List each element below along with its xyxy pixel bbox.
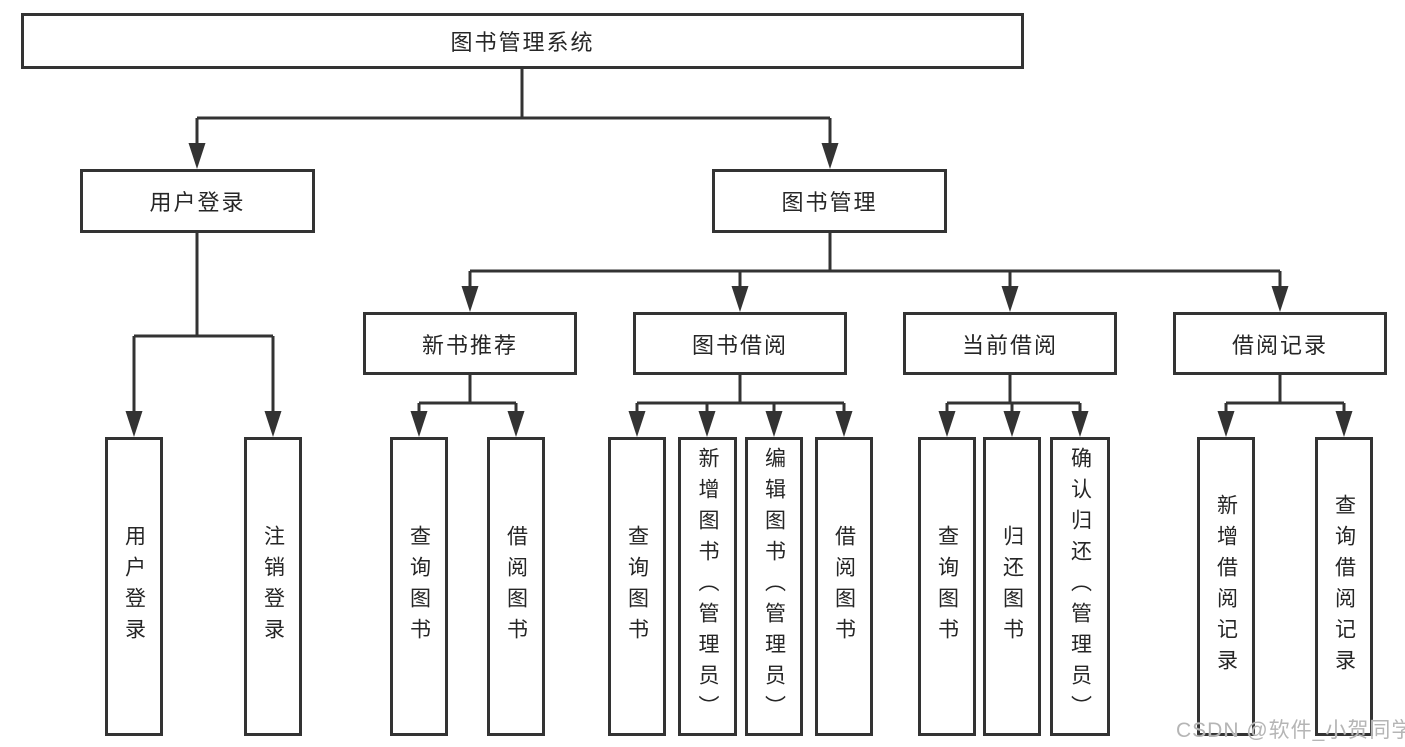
node-new-book-recommend: 新书推荐 <box>363 312 577 375</box>
leaf-borrow-edit-book: 编辑图书（管理员） <box>745 437 803 736</box>
leaf-current-confirm-return-label: 确认归还（管理员） <box>1068 447 1092 726</box>
node-borrow-records-label: 借阅记录 <box>1231 332 1328 358</box>
leaf-current-query-book: 查询图书 <box>918 437 976 736</box>
leaf-logout: 注销登录 <box>244 437 302 736</box>
node-book-mgmt: 图书管理 <box>712 169 947 233</box>
node-new-book-recommend-label: 新书推荐 <box>421 332 518 358</box>
connector-book-borrow-children <box>628 375 853 437</box>
node-user-login-label: 用户登录 <box>149 190 246 215</box>
leaf-user-login-label: 用户登录 <box>122 524 146 649</box>
connector-borrow-records-children <box>1217 375 1353 437</box>
leaf-borrow-query-book: 查询图书 <box>608 437 666 736</box>
node-current-borrow: 当前借阅 <box>903 312 1117 375</box>
leaf-borrow-edit-book-label: 编辑图书（管理员） <box>762 447 786 726</box>
leaf-current-confirm-return: 确认归还（管理员） <box>1050 437 1110 736</box>
leaf-newbook-query-book: 查询图书 <box>390 437 448 736</box>
connector-new-book-children <box>410 375 525 437</box>
node-user-login: 用户登录 <box>80 169 315 233</box>
leaf-records-add-record-label: 新增借阅记录 <box>1214 493 1238 680</box>
leaf-current-query-book-label: 查询图书 <box>935 524 959 649</box>
connector-root-to-level1 <box>188 69 839 169</box>
connector-book-mgmt-children <box>461 233 1289 312</box>
node-book-borrow: 图书借阅 <box>633 312 847 375</box>
leaf-user-login: 用户登录 <box>105 437 163 736</box>
node-book-mgmt-label: 图书管理 <box>781 190 878 215</box>
leaf-borrow-query-book-label: 查询图书 <box>625 524 649 649</box>
leaf-borrow-borrow-book-label: 借阅图书 <box>832 524 856 649</box>
leaf-records-add-record: 新增借阅记录 <box>1197 437 1255 736</box>
leaf-current-return-book-label: 归还图书 <box>1000 524 1024 649</box>
node-root-label: 图书管理系统 <box>450 30 595 55</box>
leaf-records-query-record: 查询借阅记录 <box>1315 437 1373 736</box>
leaf-records-query-record-label: 查询借阅记录 <box>1332 493 1356 680</box>
node-current-borrow-label: 当前借阅 <box>961 332 1058 358</box>
leaf-borrow-borrow-book: 借阅图书 <box>815 437 873 736</box>
node-borrow-records: 借阅记录 <box>1173 312 1387 375</box>
connector-user-login-children <box>125 233 282 437</box>
leaf-newbook-borrow-book: 借阅图书 <box>487 437 545 736</box>
leaf-borrow-add-book-label: 新增图书（管理员） <box>696 447 719 726</box>
leaf-newbook-borrow-book-label: 借阅图书 <box>504 524 528 649</box>
leaf-borrow-add-book: 新增图书（管理员） <box>678 437 737 736</box>
node-root: 图书管理系统 <box>21 13 1024 69</box>
leaf-logout-label: 注销登录 <box>261 524 285 649</box>
connector-current-borrow-children <box>938 375 1089 437</box>
leaf-current-return-book: 归还图书 <box>983 437 1041 736</box>
leaf-newbook-query-book-label: 查询图书 <box>407 524 431 649</box>
csdn-watermark: CSDN @软件_小贺同学 <box>1176 719 1405 742</box>
node-book-borrow-label: 图书借阅 <box>691 332 788 358</box>
